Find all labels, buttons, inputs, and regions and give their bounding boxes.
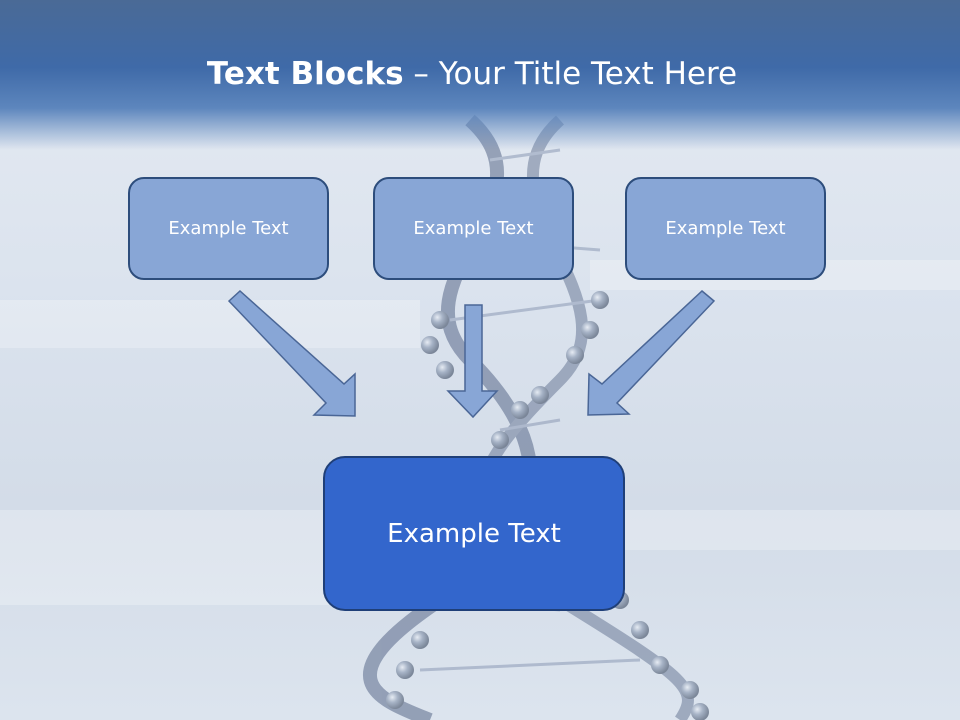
text-block-2: Example Text: [373, 177, 574, 280]
text-block-3: Example Text: [625, 177, 826, 280]
text-block-1: Example Text: [128, 177, 329, 280]
arrow-center: [446, 304, 499, 419]
text-block-1-label: Example Text: [168, 218, 289, 239]
text-block-3-label: Example Text: [665, 218, 786, 239]
main-text-block-label: Example Text: [387, 518, 561, 549]
arrow-left: [227, 289, 356, 417]
main-text-block: Example Text: [323, 456, 625, 611]
arrow-right: [587, 290, 716, 416]
header-band: [0, 0, 960, 150]
slide-title-bold: Text Blocks: [206, 56, 404, 92]
text-block-2-label: Example Text: [413, 218, 534, 239]
slide-title: Text Blocks – Your Title Text Here: [0, 54, 944, 94]
slide-title-rest: – Your Title Text Here: [403, 56, 738, 92]
